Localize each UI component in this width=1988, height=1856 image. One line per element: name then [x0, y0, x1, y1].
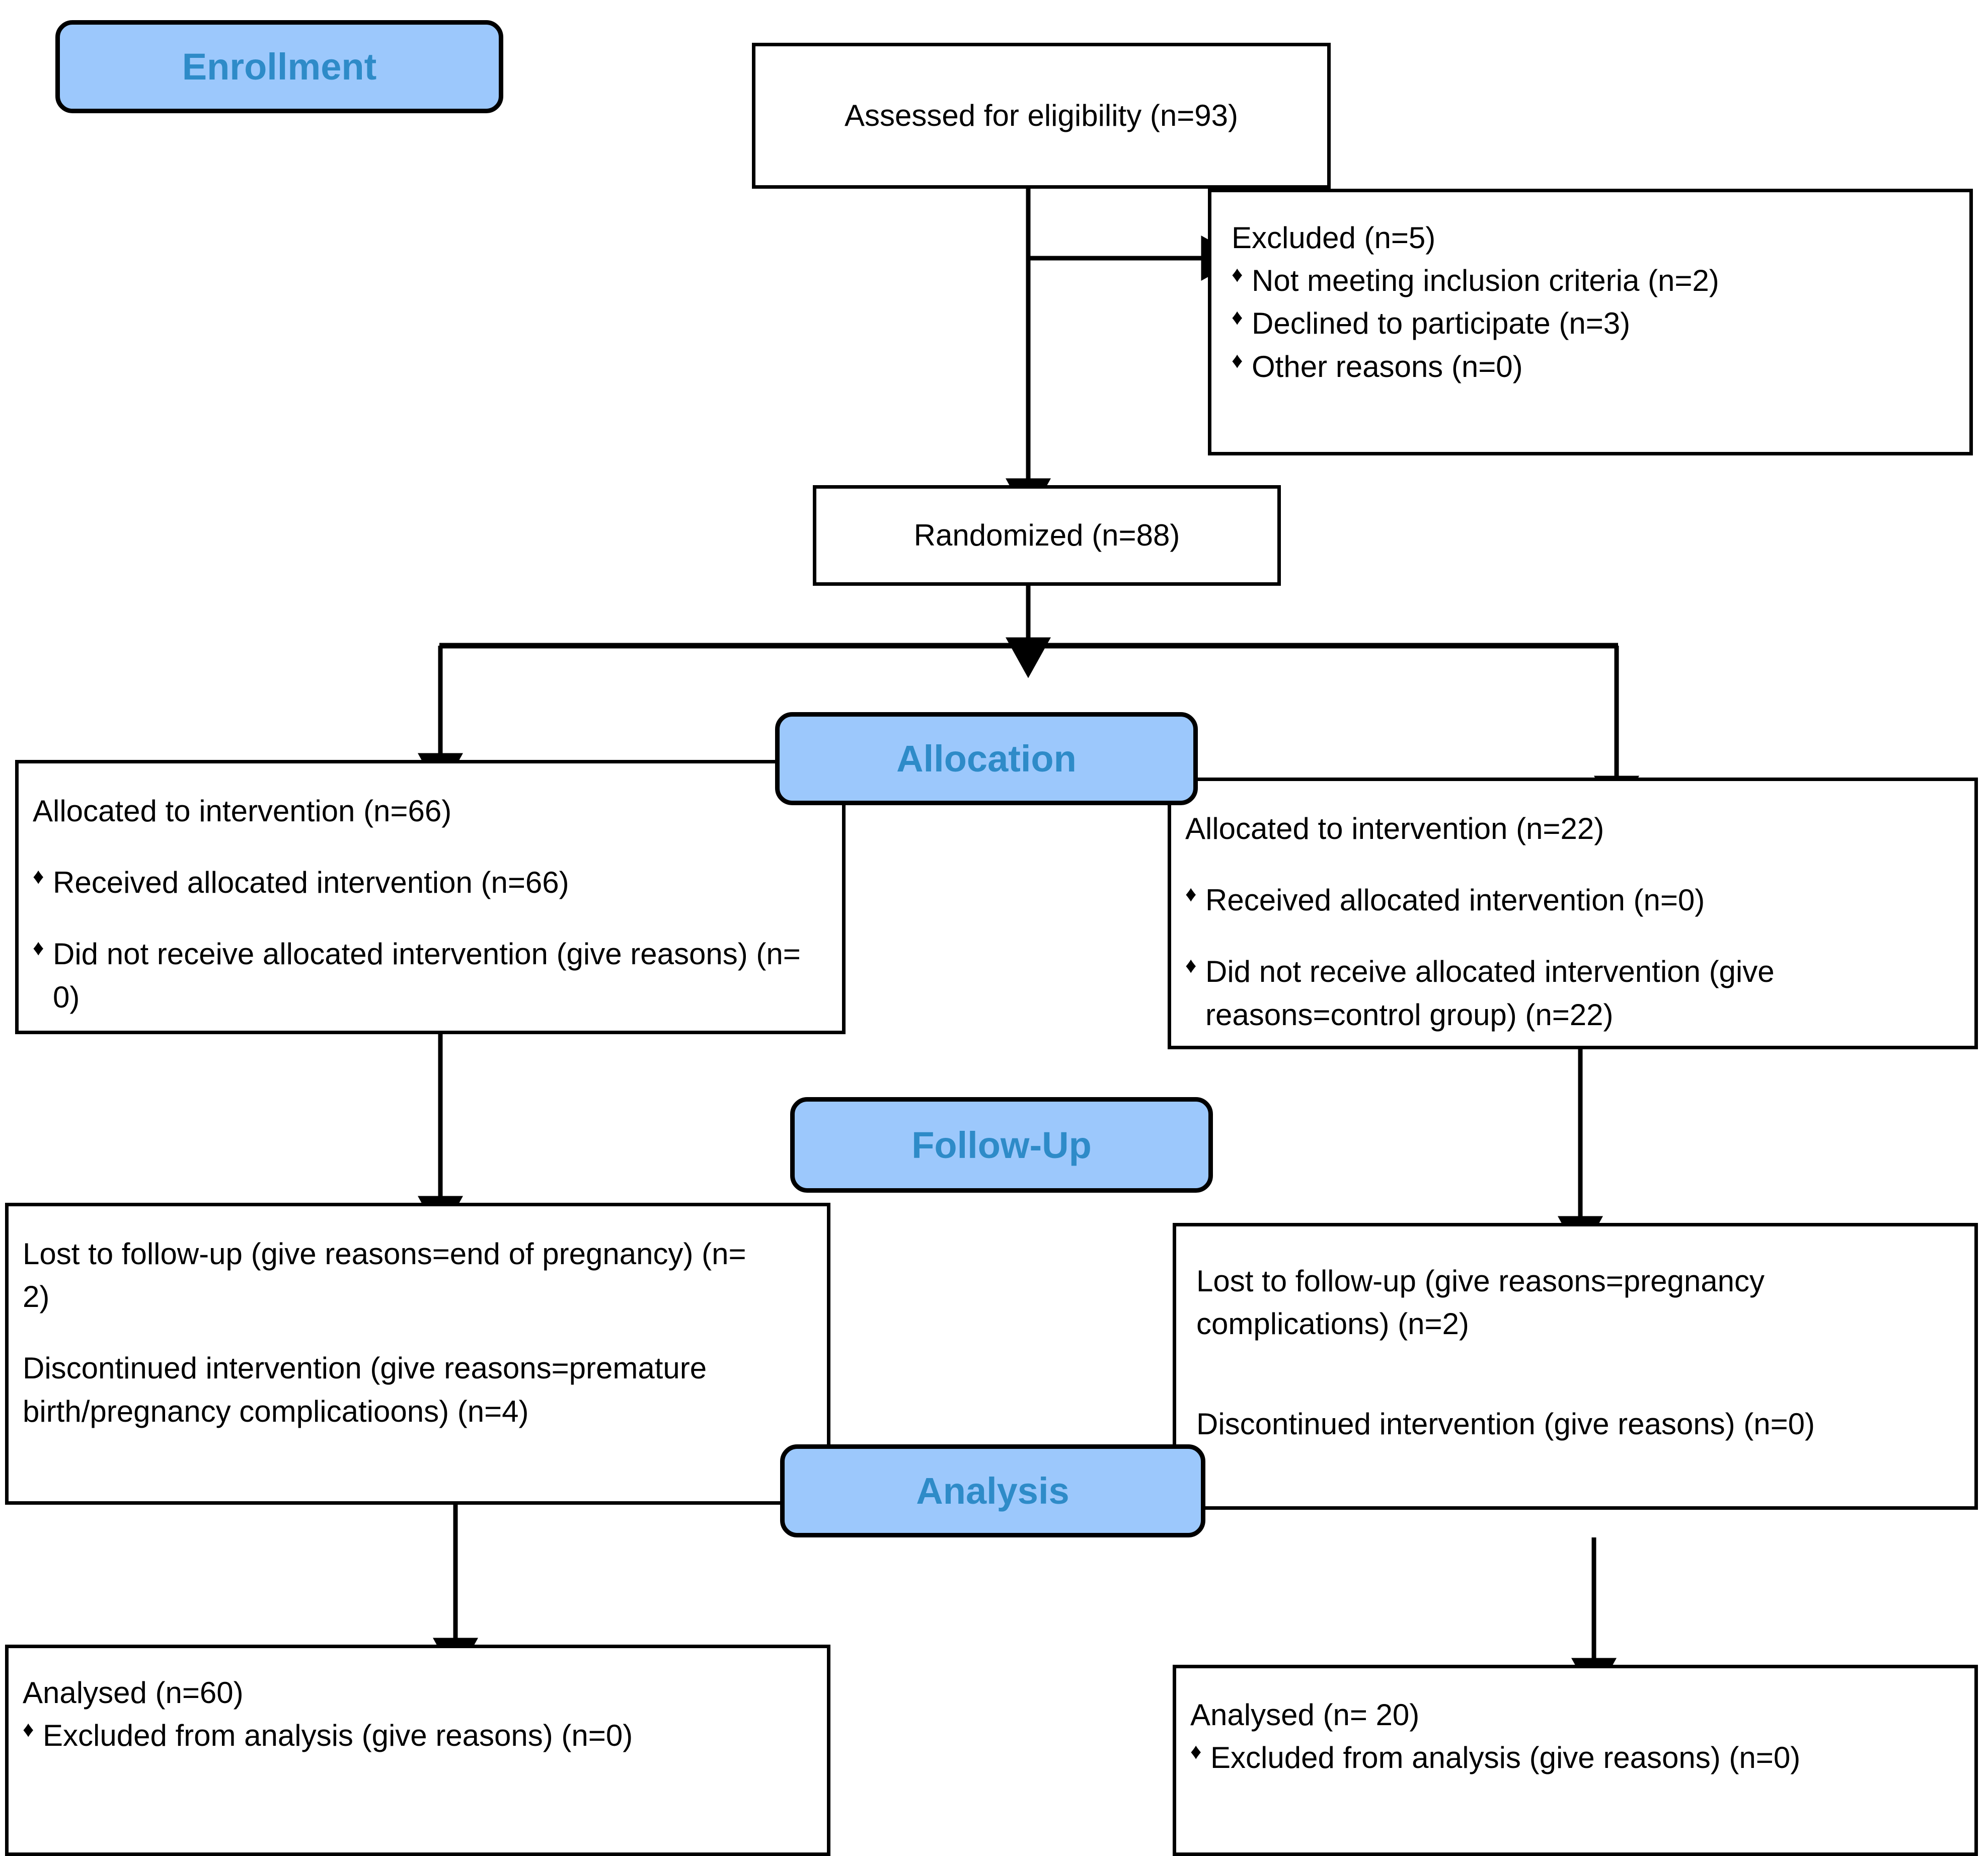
allocation-right-heading: Allocated to intervention (n=22) — [1185, 812, 1604, 845]
allocation-left-heading: Allocated to intervention (n=66) — [33, 794, 452, 828]
excluded-reason-1: ♦ Declined to participate (n=3) — [1232, 302, 1949, 345]
analysed-right-bullet-0: ♦ Excluded from analysis (give reasons) … — [1190, 1736, 1962, 1779]
diamond-bullet-icon: ♦ — [1190, 1739, 1202, 1764]
box-assessed-for-eligibility: Assessed for eligibility (n=93) — [752, 43, 1331, 189]
excluded-reason-text: Not meeting inclusion criteria (n=2) — [1252, 264, 1719, 298]
excluded-reason-2: ♦ Other reasons (n=0) — [1232, 345, 1949, 388]
spacer — [1196, 1374, 1944, 1403]
allocation-right-bullet-1: ♦ Did not receive allocated intervention… — [1185, 950, 1960, 1036]
diamond-bullet-icon: ♦ — [23, 1717, 34, 1742]
spacer — [23, 1318, 767, 1347]
stage-badge-allocation: Allocation — [775, 712, 1198, 805]
stage-label-analysis: Analysis — [916, 1470, 1069, 1512]
spacer — [33, 832, 824, 861]
followup-left-lost: Lost to follow-up (give reasons=end of p… — [23, 1237, 755, 1314]
diamond-bullet-icon: ♦ — [1232, 305, 1243, 330]
allocation-right-bullet-0: ♦ Received allocated intervention (n=0) — [1185, 879, 1960, 921]
box-analysed-left: Analysed (n=60) ♦ Excluded from analysis… — [5, 1645, 830, 1856]
diamond-bullet-icon: ♦ — [1185, 882, 1197, 907]
excluded-reason-0: ♦ Not meeting inclusion criteria (n=2) — [1232, 259, 1949, 302]
allocation-left-bullet-1: ♦ Did not receive allocated intervention… — [33, 933, 824, 1018]
box-analysed-right: Analysed (n= 20) ♦ Excluded from analysi… — [1173, 1665, 1978, 1856]
stage-badge-analysis: Analysis — [780, 1444, 1205, 1537]
box-followup-right: Lost to follow-up (give reasons=pregnanc… — [1173, 1223, 1978, 1510]
allocation-left-bullet-text: Did not receive allocated intervention (… — [53, 937, 801, 1014]
stage-badge-followup: Follow-Up — [790, 1097, 1213, 1193]
spacer — [1196, 1345, 1944, 1374]
randomized-text: Randomized (n=88) — [913, 518, 1180, 553]
stage-badge-enrollment: Enrollment — [55, 20, 503, 113]
analysed-left-heading: Analysed (n=60) — [23, 1676, 244, 1710]
diamond-bullet-icon: ♦ — [1185, 953, 1197, 978]
box-excluded: Excluded (n=5) ♦ Not meeting inclusion c… — [1208, 189, 1973, 455]
box-allocation-right: Allocated to intervention (n=22) ♦ Recei… — [1168, 778, 1978, 1049]
analysed-left-bullet-text: Excluded from analysis (give reasons) (n… — [43, 1719, 633, 1753]
allocation-right-bullet-text: Did not receive allocated intervention (… — [1205, 955, 1775, 1032]
diamond-bullet-icon: ♦ — [1232, 262, 1243, 287]
excluded-reason-text: Other reasons (n=0) — [1252, 349, 1523, 383]
followup-right-lost: Lost to follow-up (give reasons=pregnanc… — [1196, 1264, 1773, 1341]
diamond-bullet-icon: ♦ — [1232, 348, 1243, 373]
box-randomized: Randomized (n=88) — [813, 485, 1281, 586]
spacer — [1185, 850, 1960, 879]
followup-right-discontinued: Discontinued intervention (give reasons)… — [1196, 1407, 1815, 1441]
stage-label-enrollment: Enrollment — [182, 46, 377, 88]
allocation-right-bullet-text: Received allocated intervention (n=0) — [1205, 883, 1705, 917]
analysed-right-bullet-text: Excluded from analysis (give reasons) (n… — [1210, 1741, 1801, 1775]
stage-label-allocation: Allocation — [896, 738, 1077, 780]
excluded-heading: Excluded (n=5) — [1232, 221, 1436, 255]
box-followup-left: Lost to follow-up (give reasons=end of p… — [5, 1203, 830, 1505]
stage-label-followup: Follow-Up — [911, 1124, 1092, 1166]
analysed-right-heading: Analysed (n= 20) — [1190, 1698, 1420, 1732]
allocation-left-bullet-0: ♦ Received allocated intervention (n=66) — [33, 861, 824, 904]
box-allocation-left: Allocated to intervention (n=66) ♦ Recei… — [15, 760, 846, 1034]
diamond-bullet-icon: ♦ — [33, 864, 44, 889]
followup-left-discontinued: Discontinued intervention (give reasons=… — [23, 1351, 715, 1428]
diamond-bullet-icon: ♦ — [33, 936, 44, 961]
spacer — [33, 904, 824, 933]
allocation-left-bullet-text: Received allocated intervention (n=66) — [53, 866, 569, 900]
excluded-reason-text: Declined to participate (n=3) — [1252, 306, 1631, 341]
analysed-left-bullet-0: ♦ Excluded from analysis (give reasons) … — [23, 1714, 812, 1757]
spacer — [1185, 921, 1960, 950]
assessed-text: Assessed for eligibility (n=93) — [844, 99, 1239, 133]
